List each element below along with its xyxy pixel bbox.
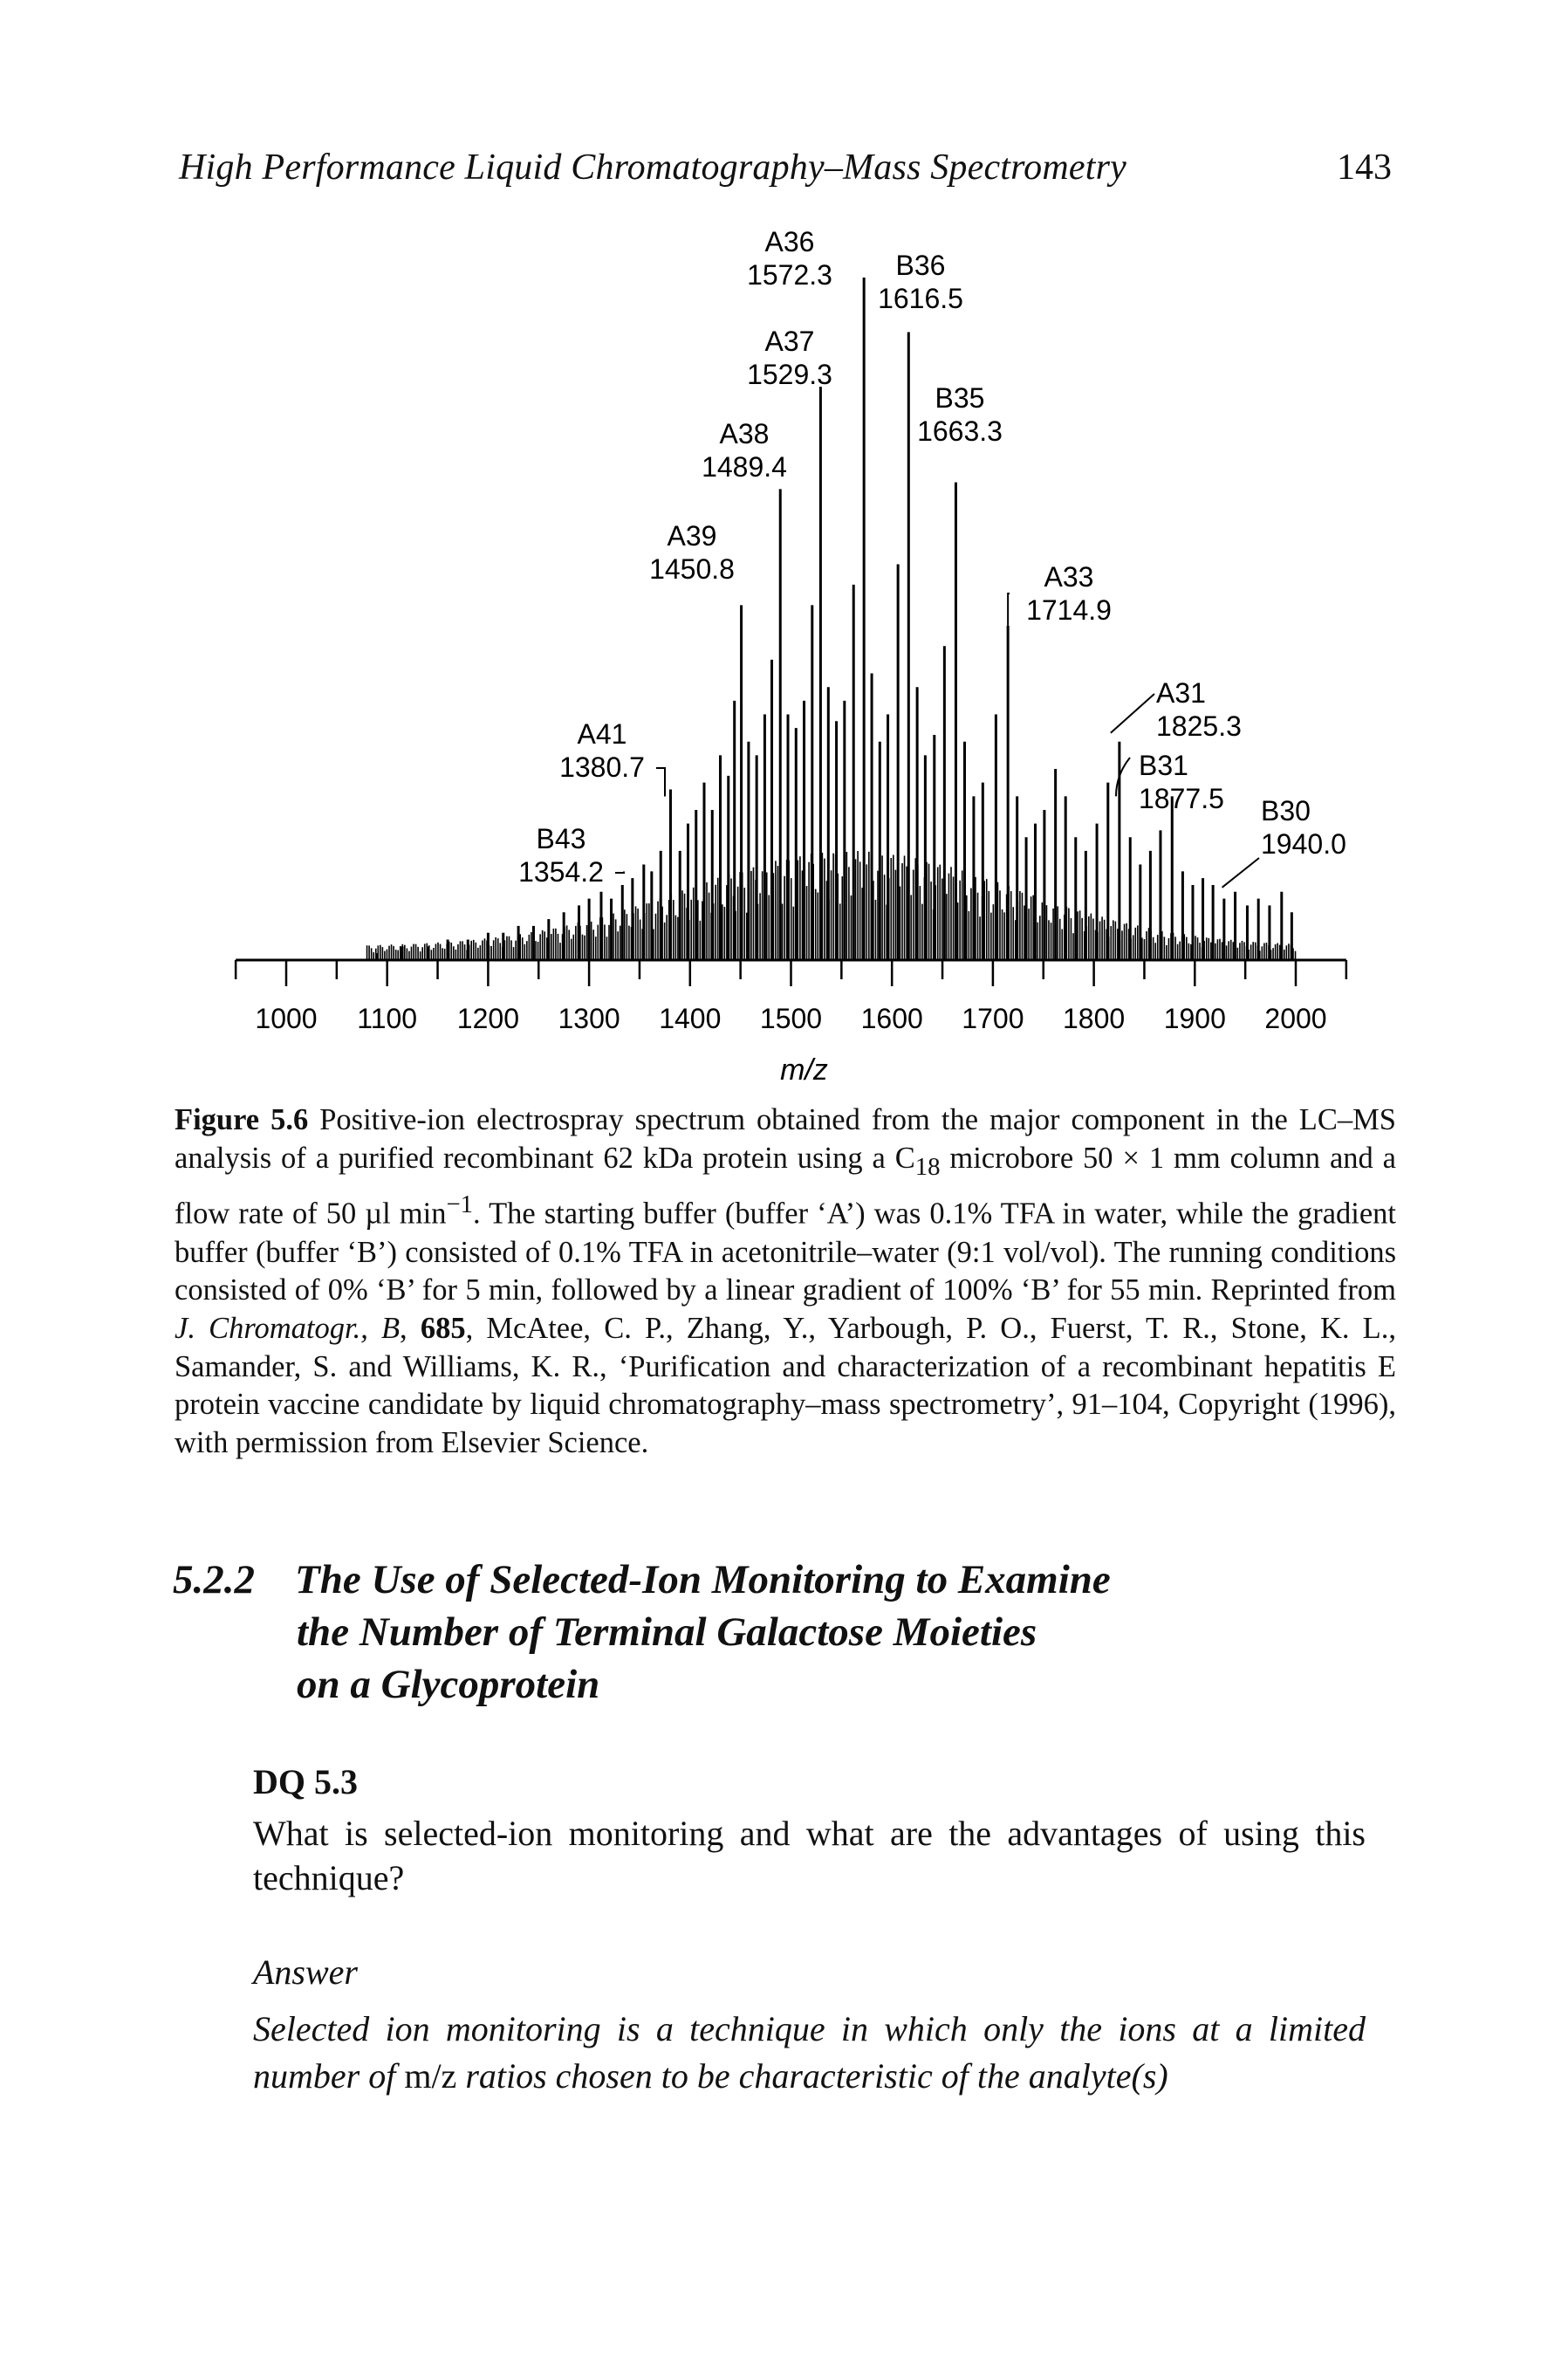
- peak-ion-name: B35: [935, 382, 985, 414]
- peak-leader-line: [1221, 857, 1260, 888]
- answer-label: Answer: [253, 1952, 358, 1992]
- peak-ion-name: A31: [1156, 677, 1206, 709]
- peak-mz-value: 1380.7: [559, 751, 645, 783]
- peak-ion-name: A36: [765, 226, 815, 257]
- x-tick-label: 1300: [558, 1003, 620, 1034]
- peak-mz-value: 1825.3: [1156, 710, 1242, 742]
- peak-mz-value: 1489.4: [702, 451, 787, 483]
- peak-mz-value: 1529.3: [747, 359, 832, 390]
- answer-text-part: ratios chosen to be characteristic of th…: [456, 2056, 1168, 2096]
- section-heading-line: the Number of Terminal Galactose Moietie…: [297, 1609, 1037, 1655]
- peak-leader-line: [1007, 593, 1010, 626]
- x-tick-label: 1200: [457, 1003, 519, 1034]
- x-tick-label: 1700: [962, 1003, 1024, 1034]
- peak-leader-line: [615, 871, 625, 874]
- caption-text: . The starting buffer (buffer ‘A’) was 0…: [175, 1197, 1397, 1307]
- dq-question: What is selected-ion monitoring and what…: [253, 1814, 1366, 1897]
- journal-name: J. Chromatogr., B: [175, 1311, 401, 1345]
- peak-ion-name: A33: [1044, 561, 1094, 593]
- peak-ion-name: A38: [720, 418, 770, 449]
- peak-leader-line: [1110, 693, 1155, 734]
- caption-text: Positive-ion electrospray spectrum obtai…: [175, 1103, 1396, 1175]
- peak-ion-name: A41: [578, 718, 627, 750]
- x-tick-label: 1400: [659, 1003, 721, 1034]
- peak-mz-value: 1354.2: [518, 856, 604, 888]
- section-heading-line: on a Glycoprotein: [297, 1662, 600, 1707]
- x-tick-label: 1600: [861, 1003, 923, 1034]
- running-head: High Performance Liquid Chromatography–M…: [179, 148, 1126, 188]
- peak-mz-value: 1572.3: [747, 259, 832, 291]
- peak-ion-name: A39: [668, 520, 717, 552]
- caption-subscript: 18: [914, 1152, 941, 1181]
- x-tick-label: 1800: [1063, 1003, 1125, 1034]
- spectrum-peaks: [366, 278, 1297, 960]
- mass-spectrum-chart: 1000 1100 1200 1300 1400 1500 1600 1700 1800 1900…: [234, 226, 1348, 1082]
- peak-ion-name: B43: [537, 823, 586, 854]
- caption-text: ,: [400, 1311, 421, 1345]
- section-title-text: The Use of Selected-Ion Monitoring to Ex…: [295, 1557, 1111, 1602]
- dq-label: DQ 5.3: [253, 1762, 358, 1801]
- caption-text: microbore 50 × 1 mm column and a flow ra…: [175, 1141, 1396, 1231]
- x-axis-label: m/z: [780, 1053, 828, 1082]
- peak-ion-name: B30: [1261, 795, 1311, 827]
- caption-superscript: −1: [446, 1190, 474, 1219]
- peak-ion-name: A37: [765, 326, 815, 357]
- peak-mz-value: 1450.8: [649, 553, 735, 585]
- figure-label: Figure 5.6: [175, 1103, 309, 1136]
- answer-text: Selected ion monitoring is a technique i…: [253, 2006, 1366, 2100]
- peak-leader-line: [1115, 757, 1131, 797]
- peak-mz-value: 1940.0: [1261, 828, 1346, 860]
- peak-mz-value: 1714.9: [1026, 594, 1112, 626]
- x-tick-label: 2000: [1264, 1003, 1326, 1034]
- peak-mz-value: 1663.3: [917, 415, 1003, 447]
- section-number: 5.2.2: [173, 1557, 255, 1602]
- peak-mz-value: 1616.5: [878, 283, 963, 314]
- x-axis: 1000 1100 1200 1300 1400 1500 1600 1700 1800 1900…: [234, 958, 1348, 1082]
- mz-term: m/z: [404, 2056, 457, 2096]
- x-tick-label: 1100: [357, 1003, 417, 1034]
- caption-text: , McAtee, C. P., Zhang, Y., Yarbough, P.…: [175, 1311, 1396, 1460]
- x-tick-label: 1000: [255, 1003, 317, 1034]
- page-number: 143: [1337, 148, 1392, 188]
- peak-ion-name: B36: [896, 250, 946, 281]
- figure-caption: Figure 5.6 Positive-ion electrospray spe…: [175, 1101, 1396, 1463]
- section-heading-line: 5.2.2 The Use of Selected-Ion Monitoring …: [173, 1554, 1307, 1606]
- journal-volume: 685: [420, 1311, 466, 1345]
- x-tick-label: 1500: [760, 1003, 822, 1034]
- section-heading: 5.2.2 The Use of Selected-Ion Monitoring …: [173, 1554, 1307, 1711]
- peak-mz-value: 1877.5: [1139, 783, 1224, 814]
- x-tick-label: 1900: [1164, 1003, 1226, 1034]
- peak-leader-line: [656, 767, 666, 797]
- answer-text-part: Selected ion monitoring is a technique i…: [253, 2009, 1366, 2096]
- peak-ion-name: B31: [1139, 750, 1188, 781]
- peak-labels: B431354.2A411380.7A391450.8A381489.4A371…: [518, 226, 1346, 888]
